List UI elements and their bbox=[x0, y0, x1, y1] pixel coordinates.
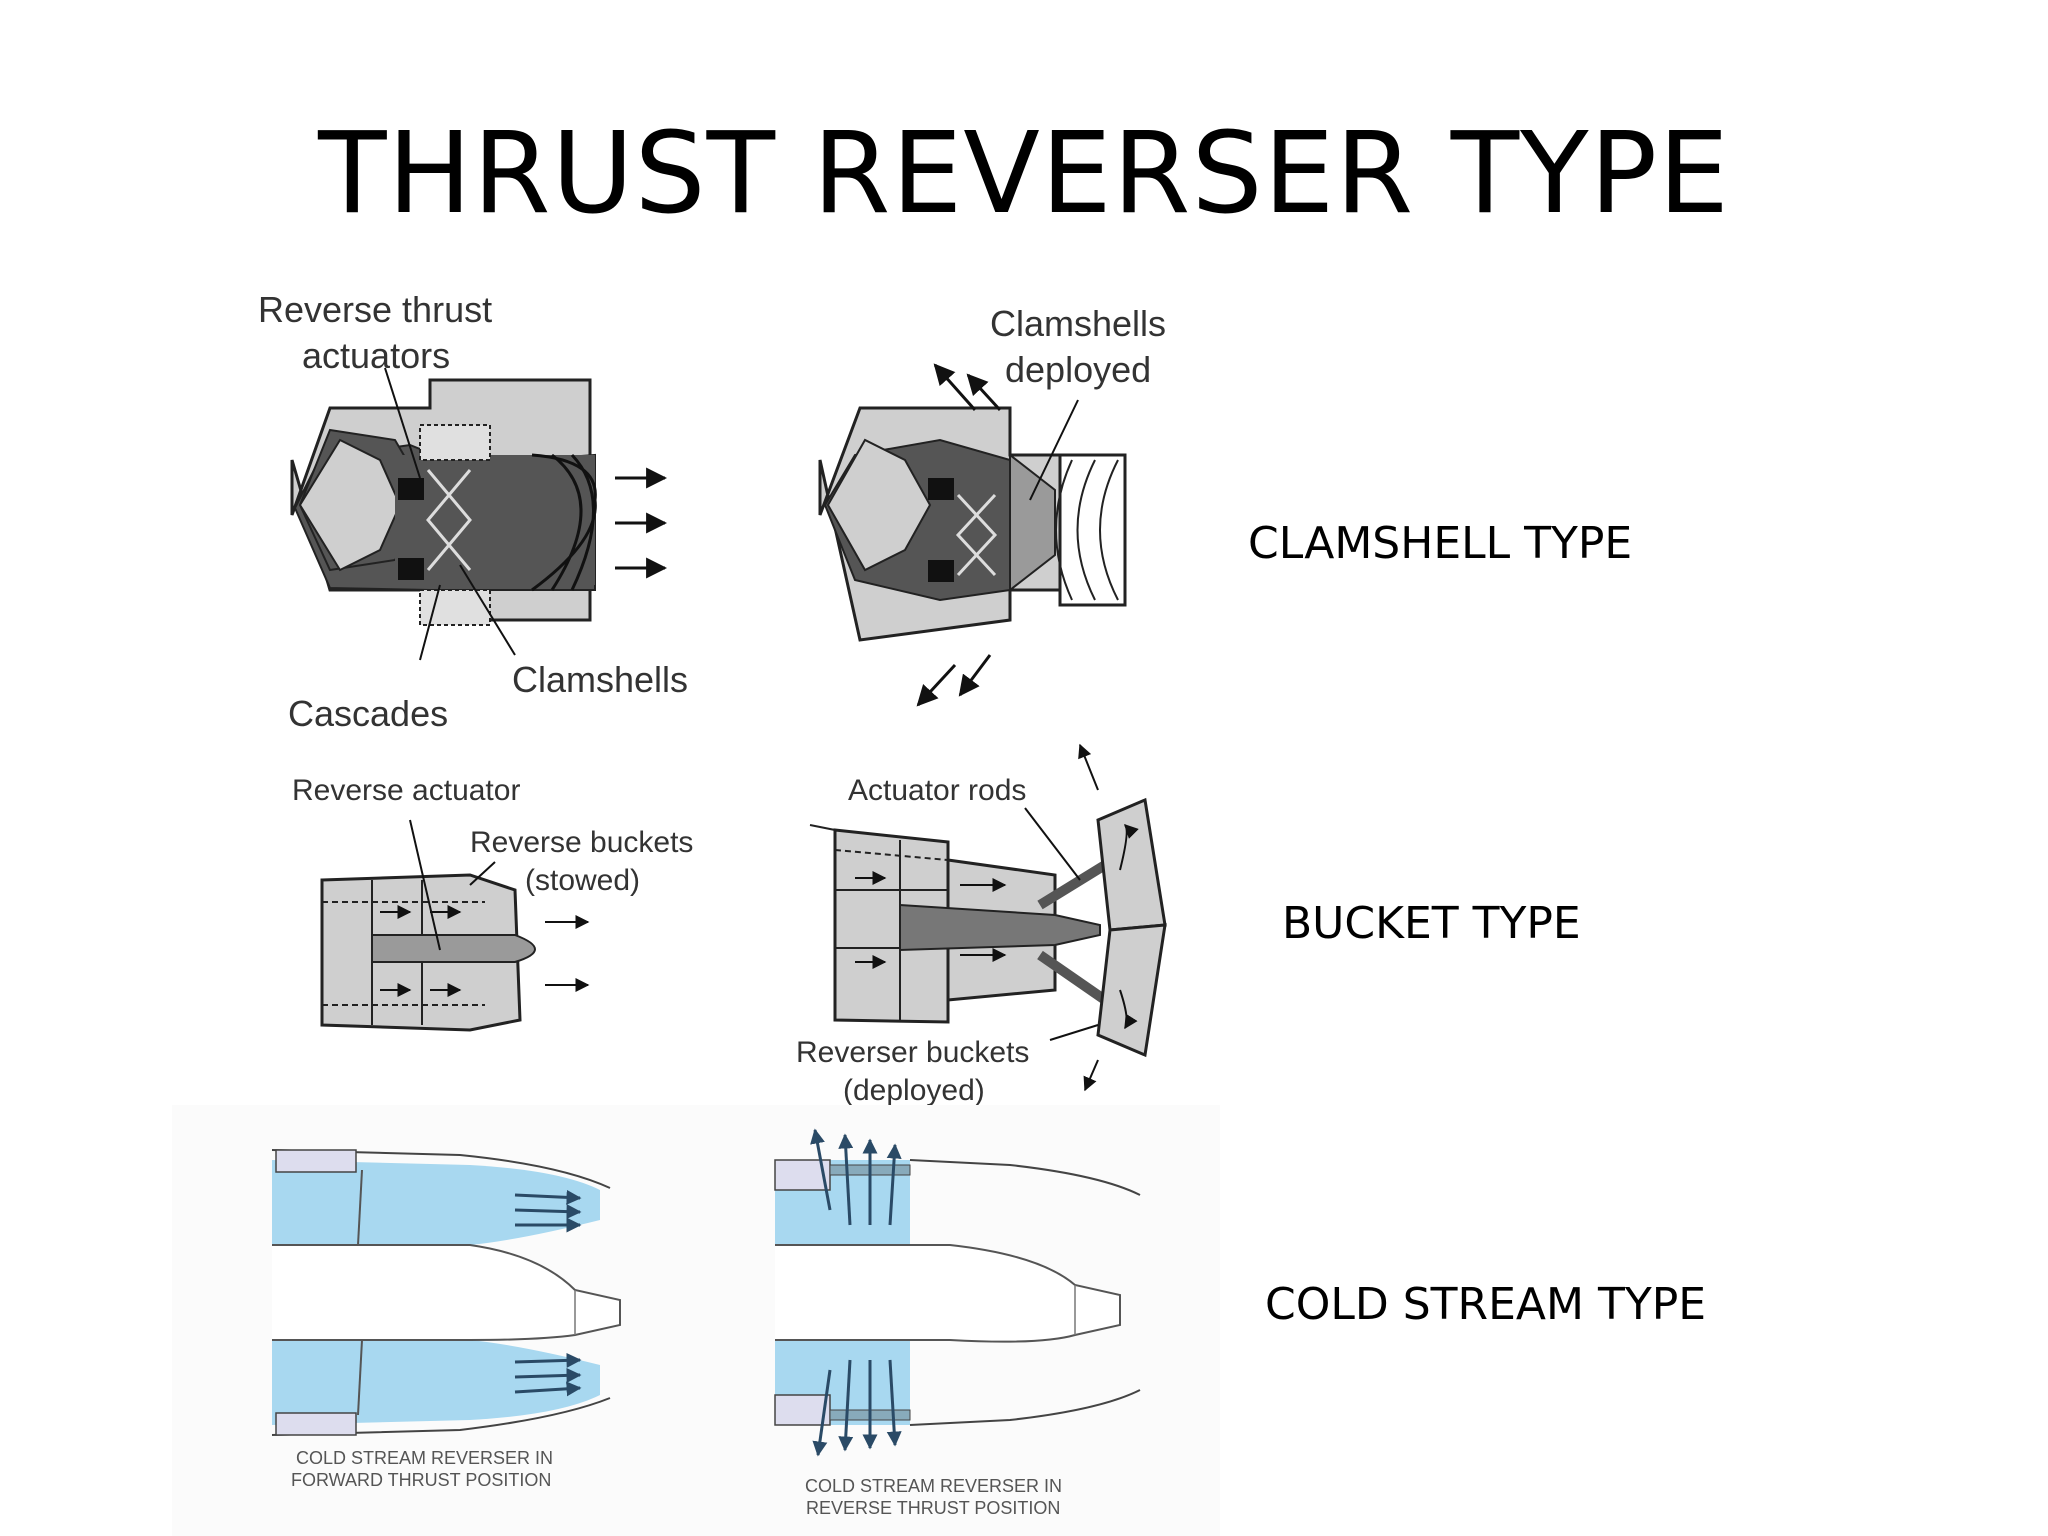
cold-stream-forward-diagram bbox=[271, 1149, 621, 1436]
reverse-thrust-label-1: Reverse thrust bbox=[258, 289, 492, 330]
clamshell-stowed-diagram bbox=[290, 367, 668, 661]
reverse-caption-2: REVERSE THRUST POSITION bbox=[806, 1498, 1060, 1518]
reverse-actuator-label: Reverse actuator bbox=[292, 774, 520, 807]
actuator-rods-label: Actuator rods bbox=[848, 774, 1026, 807]
bucket-deployed-diagram bbox=[809, 743, 1167, 1092]
reverse-caption-1: COLD STREAM REVERSER IN bbox=[805, 1476, 1062, 1496]
clamshell-deployed-diagram bbox=[818, 363, 1127, 707]
cold-stream-reverse-diagram bbox=[774, 1128, 1141, 1457]
reverser-buckets-label-2: (deployed) bbox=[843, 1074, 985, 1107]
reverse-thrust-label-2: actuators bbox=[302, 335, 450, 376]
bucket-stowed-diagram bbox=[320, 819, 590, 1032]
reverser-buckets-label-1: Reverser buckets bbox=[796, 1036, 1029, 1069]
clamshells-deployed-label-2: deployed bbox=[1005, 349, 1151, 390]
clamshell-type-label: CLAMSHELL TYPE bbox=[1248, 518, 1633, 569]
reverse-buckets-label-2: (stowed) bbox=[525, 864, 640, 897]
forward-caption-2: FORWARD THRUST POSITION bbox=[291, 1470, 551, 1490]
clamshells-label: Clamshells bbox=[512, 659, 688, 700]
slide-title: THRUST REVERSER TYPE bbox=[318, 109, 1730, 239]
cascades-label: Cascades bbox=[288, 693, 448, 734]
reverse-buckets-label-1: Reverse buckets bbox=[470, 826, 693, 859]
cold-stream-type-label: COLD STREAM TYPE bbox=[1265, 1279, 1707, 1330]
clamshells-deployed-label-1: Clamshells bbox=[990, 303, 1166, 344]
bucket-type-label: BUCKET TYPE bbox=[1282, 898, 1581, 949]
forward-caption-1: COLD STREAM REVERSER IN bbox=[296, 1448, 553, 1468]
